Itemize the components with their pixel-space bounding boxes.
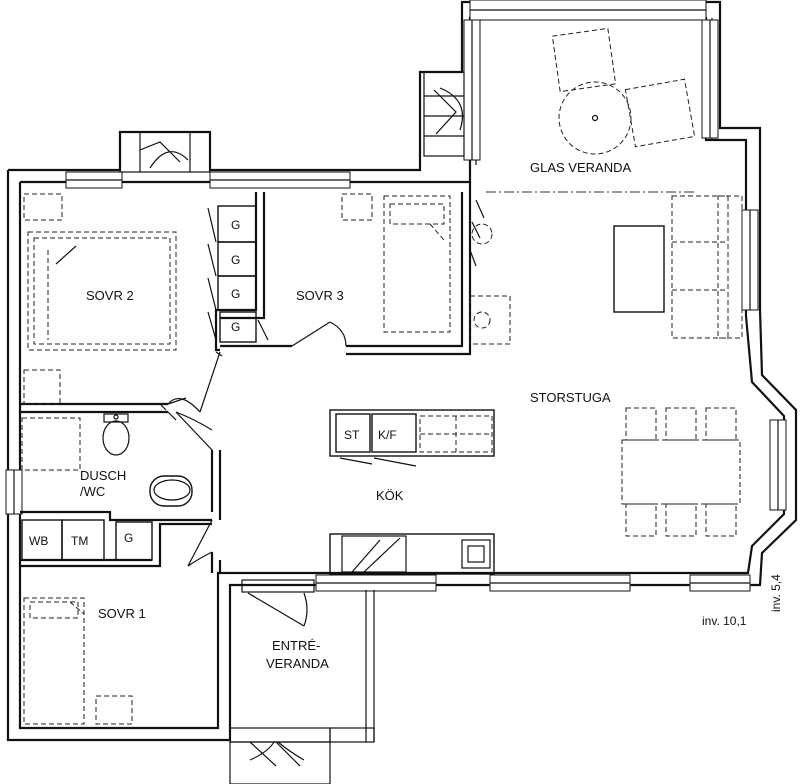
stair-block-top: [423, 71, 465, 157]
interior-walls: [20, 182, 472, 573]
closet-label-5: G: [124, 531, 133, 545]
stove-label: ST: [344, 428, 360, 442]
room-wc: /WC: [80, 484, 105, 499]
room-sovr2: SOVR 2: [86, 288, 134, 303]
room-veranda: VERANDA: [266, 656, 329, 671]
room-sovr1: SOVR 1: [98, 606, 146, 621]
closet-4: [219, 311, 257, 343]
closet-label-3: G: [231, 287, 240, 301]
windows: [5, 0, 787, 592]
closet-label-1: G: [231, 218, 240, 232]
room-storstuga: STORSTUGA: [530, 390, 611, 405]
dimension-inv-5: inv. 5,4: [769, 574, 783, 612]
stair-block-left: [119, 131, 211, 173]
closets: G G G G G: [115, 205, 269, 561]
wb-label: WB: [29, 534, 48, 548]
tm-label: TM: [71, 534, 88, 548]
room-entre: ENTRÉ-: [272, 638, 320, 653]
room-sovr3: SOVR 3: [296, 288, 344, 303]
room-kok: KÖK: [376, 488, 404, 503]
laundry: WB TM: [21, 519, 105, 561]
fridge-label: K/F: [378, 428, 397, 442]
kitchen: ST K/F: [329, 409, 495, 575]
room-labels: GLAS VERANDA SOVR 2 SOVR 3 STORSTUGA DUS…: [80, 160, 631, 671]
closet-label-2: G: [231, 253, 240, 267]
furniture: [21, 27, 743, 725]
closet-5: [115, 521, 153, 561]
doors: [159, 321, 347, 767]
closet-3: [217, 275, 257, 311]
room-dusch: DUSCH: [80, 468, 126, 483]
room-glas-veranda: GLAS VERANDA: [530, 160, 631, 175]
exterior-walls: [6, 0, 798, 742]
entre-veranda-structure: [229, 579, 375, 784]
dimension-inv-10: inv. 10,1: [702, 614, 747, 628]
closet-label-4: G: [231, 320, 240, 334]
